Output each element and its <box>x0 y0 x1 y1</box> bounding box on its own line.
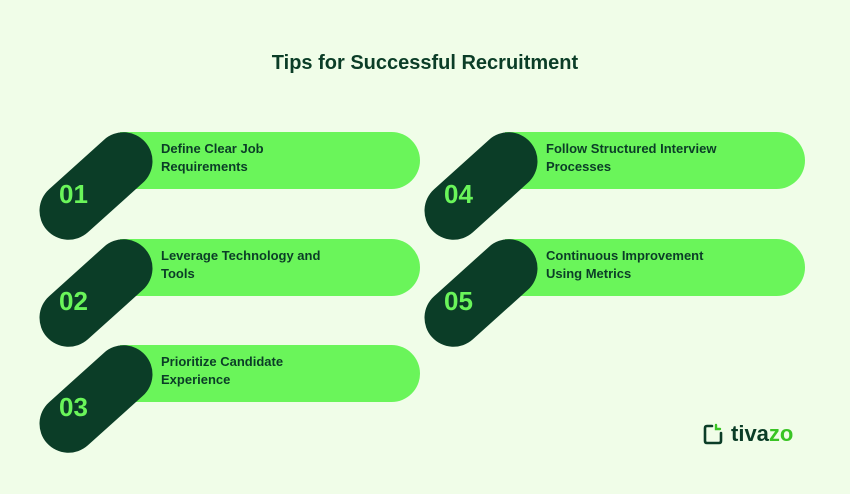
tip-bar <box>120 132 420 189</box>
tip-number: 01 <box>59 179 88 209</box>
tip-number: 05 <box>444 286 473 316</box>
tip-bar <box>120 345 420 402</box>
brand-logo: tivazo <box>703 421 793 447</box>
logo-text: tivazo <box>731 421 794 446</box>
page-title: Tips for Successful Recruitment <box>271 52 579 74</box>
tip-number: 04 <box>444 179 473 209</box>
tip-bar <box>505 132 805 189</box>
tip-bar <box>505 239 805 296</box>
logo-icon <box>703 423 723 445</box>
tip-number: 03 <box>59 392 88 422</box>
tip-bar <box>120 239 420 296</box>
tip-number: 02 <box>59 286 88 316</box>
